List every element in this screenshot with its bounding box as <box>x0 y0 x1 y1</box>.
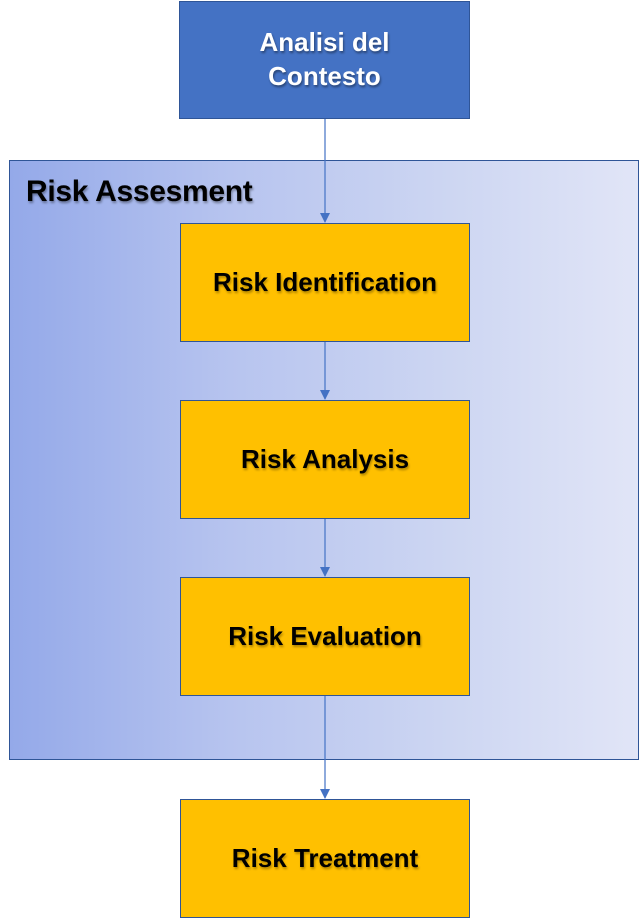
group-title: Risk Assesment <box>26 175 253 208</box>
risk-identification-label: Risk Identification <box>213 266 437 297</box>
risk-evaluation-label: Risk Evaluation <box>228 620 422 651</box>
risk-analysis-box: Risk Analysis <box>180 400 470 519</box>
risk-analysis-label: Risk Analysis <box>240 443 410 474</box>
context-analysis-label: Analisi del Contesto <box>259 27 390 91</box>
risk-identification-box: Risk Identification <box>180 223 470 342</box>
risk-treatment-label: Risk Treatment <box>231 842 419 873</box>
context-analysis-box: Analisi del Contesto <box>179 1 470 119</box>
risk-treatment-box: Risk Treatment <box>180 799 470 918</box>
risk-evaluation-box: Risk Evaluation <box>180 577 470 696</box>
